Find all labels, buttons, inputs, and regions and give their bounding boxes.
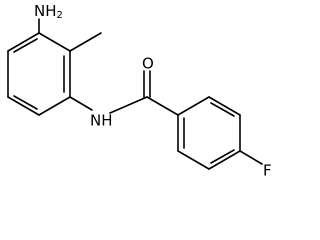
fluorine-label: F — [263, 162, 272, 180]
bond — [208, 96, 241, 116]
bond — [177, 96, 210, 116]
bond — [38, 96, 71, 116]
bond — [177, 150, 210, 170]
double-bond-inner — [13, 38, 38, 53]
bond — [38, 32, 71, 52]
bond-carbonyl-to-ring — [146, 96, 179, 116]
amine-label: NH2 — [34, 2, 63, 22]
bond-n-to-carbonyl — [109, 96, 148, 114]
right-benzene-ring — [177, 96, 241, 170]
bond — [208, 150, 241, 170]
bond-ring-to-methyl — [69, 32, 102, 52]
bond-ring-to-amide-n — [69, 96, 93, 111]
carbonyl-oxygen-label: O — [142, 55, 154, 73]
left-benzene-ring — [7, 32, 71, 116]
double-bond-inner — [210, 149, 235, 164]
chemical-structure: NH2 NH O F — [7, 2, 272, 180]
double-bond-inner — [210, 102, 235, 117]
bond-ring-to-fluorine — [239, 150, 263, 165]
bond — [7, 96, 40, 116]
amide-nitrogen-label: NH — [90, 112, 113, 130]
bond — [7, 32, 40, 52]
double-bond-inner — [13, 95, 38, 110]
